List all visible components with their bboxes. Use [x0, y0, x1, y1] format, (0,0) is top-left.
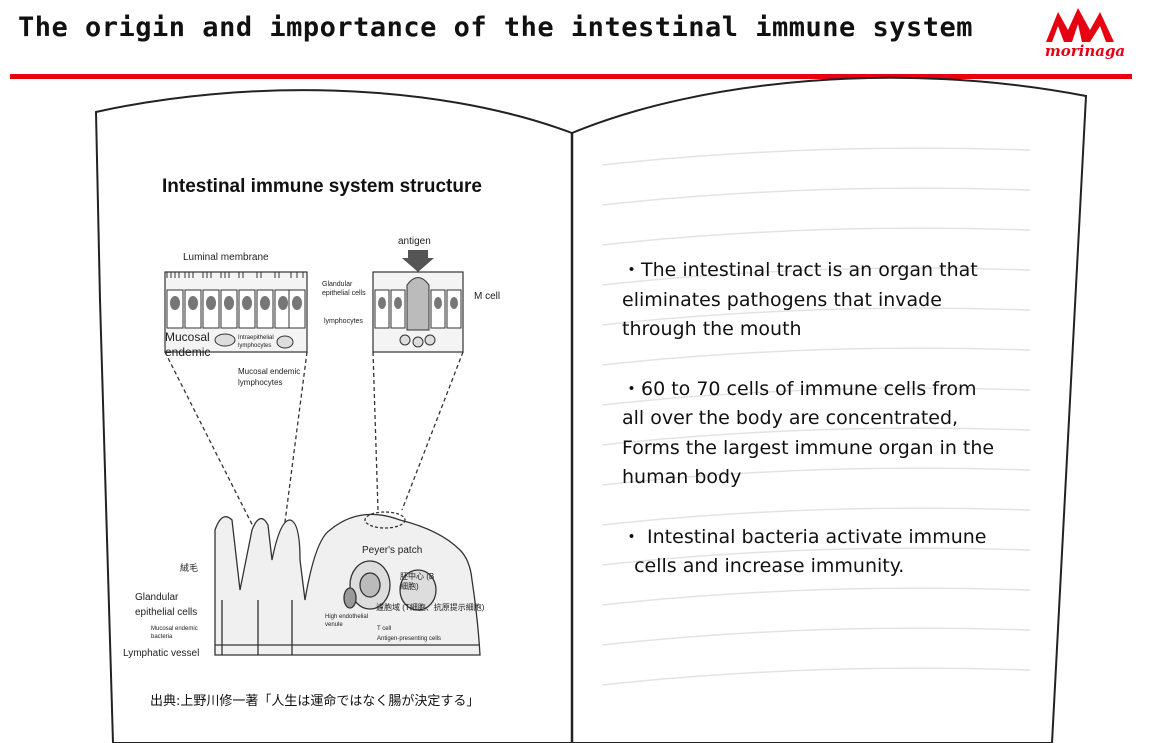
label-lymphocytes: lymphocytes [324, 318, 363, 325]
label-high-endothelial-venule: High endothelial venule [325, 614, 369, 628]
title-underline [10, 74, 1132, 79]
label-mucosal-endemic: Mucosal endemic [165, 330, 211, 359]
diagram-source: 出典:上野川修一著「人生は運命ではなく腸が決定する」 [150, 694, 480, 709]
epithelium-box-right [372, 250, 464, 353]
label-follicle: 濾胞域 (T細胞、抗原提示細胞) [376, 603, 485, 612]
bullet-list: ・The intestinal tract is an organ that e… [622, 256, 1032, 612]
label-luminal-membrane: Luminal membrane [183, 252, 269, 263]
label-m-cell: M cell [474, 291, 501, 302]
logo-text: morinaga [1044, 42, 1126, 60]
antigen-arrow-icon [402, 250, 434, 272]
label-antigen: antigen [398, 236, 431, 247]
epithelium-box-left [164, 271, 308, 353]
label-peyers-patch: Peyer's patch [362, 545, 423, 556]
slide-title: The origin and importance of the intesti… [18, 12, 974, 43]
label-lymphatic-vessel: Lymphatic vessel [123, 648, 200, 659]
bullet-item: ・The intestinal tract is an organ that e… [622, 259, 978, 340]
label-mucosal-endemic-lymphocytes: Mucosal endemic lymphocytes [238, 367, 301, 387]
diagram-title: Intestinal immune system structure [162, 176, 482, 197]
villi-section [214, 511, 481, 656]
label-glandular-epithelial-small: Glandular epithelial cells [322, 281, 366, 297]
bullet-item: ・60 to 70 cells of immune cells from all… [622, 377, 995, 489]
label-intraepithelial: Intraepithelial lymphocytes [238, 335, 274, 349]
label-villi: 絨毛 [180, 563, 199, 573]
label-germinal-center: 胚中心 (B細胞) [400, 572, 435, 591]
label-mucosal-endemic-bacteria: Mucosal endemic bacteria [151, 626, 198, 640]
label-t-cell: T cell [377, 626, 392, 632]
morinaga-logo-icon [1046, 8, 1114, 42]
label-glandular-epithelial: Glandular epithelial cells [135, 592, 198, 618]
label-antigen-presenting-cells: Antigen-presenting cells [377, 636, 442, 642]
bullet-item: ・ Intestinal bacteria activate immune ce… [622, 525, 987, 578]
